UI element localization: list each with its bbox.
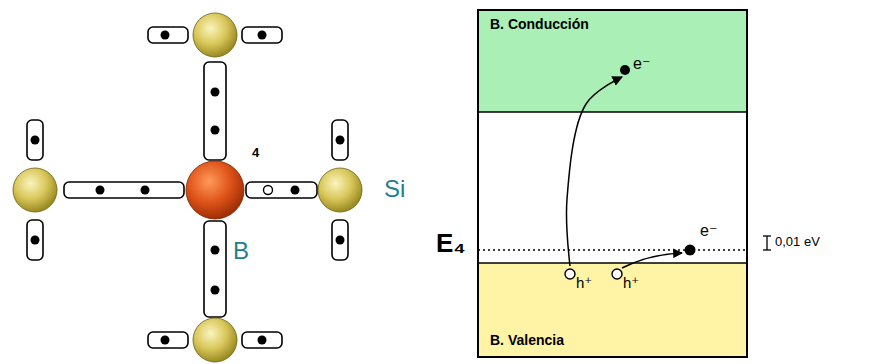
bond-stub bbox=[27, 220, 43, 260]
bond bbox=[204, 62, 226, 160]
bond-stub bbox=[242, 332, 282, 348]
band-name: B. Conducción bbox=[490, 17, 589, 32]
atom-label: Si bbox=[384, 176, 405, 202]
band-edge bbox=[478, 111, 747, 113]
excitation-arrow bbox=[567, 77, 622, 266]
bond-brackets bbox=[27, 27, 348, 348]
bond-stub bbox=[242, 27, 282, 43]
bond-stub bbox=[148, 27, 188, 43]
silicon-atoms bbox=[13, 13, 362, 362]
acceptor-level bbox=[478, 249, 747, 250]
conduction-band: B. Conducción e⁻ bbox=[478, 10, 747, 112]
valence-band: h⁺ h⁺ B. Valencia bbox=[478, 263, 747, 357]
bond-electrons bbox=[31, 31, 345, 345]
callout-number: 4 bbox=[252, 146, 259, 160]
band-frame bbox=[478, 10, 747, 357]
bond-stub bbox=[332, 220, 348, 260]
boron-atom bbox=[186, 161, 244, 219]
hole bbox=[565, 269, 575, 279]
band-edge bbox=[478, 262, 747, 264]
electron bbox=[685, 245, 696, 256]
bond bbox=[246, 182, 317, 198]
bond bbox=[64, 182, 184, 198]
bond-stub bbox=[27, 120, 43, 160]
hole bbox=[612, 269, 622, 279]
energy-value: 0,01 eV bbox=[775, 235, 820, 249]
level-label: E₄ bbox=[436, 229, 466, 258]
band-name: B. Valencia bbox=[490, 333, 564, 348]
hole-label: h⁺ bbox=[576, 275, 592, 292]
electron-label: e⁻ bbox=[700, 222, 717, 240]
electron bbox=[620, 65, 630, 75]
capture-arrow bbox=[622, 253, 682, 268]
bond-hole bbox=[264, 186, 273, 195]
electron-label: e⁻ bbox=[633, 55, 650, 73]
atom-label: B bbox=[233, 238, 249, 264]
bond-stub bbox=[148, 332, 188, 348]
bond bbox=[204, 221, 226, 317]
bond-stub bbox=[332, 120, 348, 160]
energy-gap-marker bbox=[763, 236, 771, 250]
hole-label: h⁺ bbox=[623, 275, 639, 292]
